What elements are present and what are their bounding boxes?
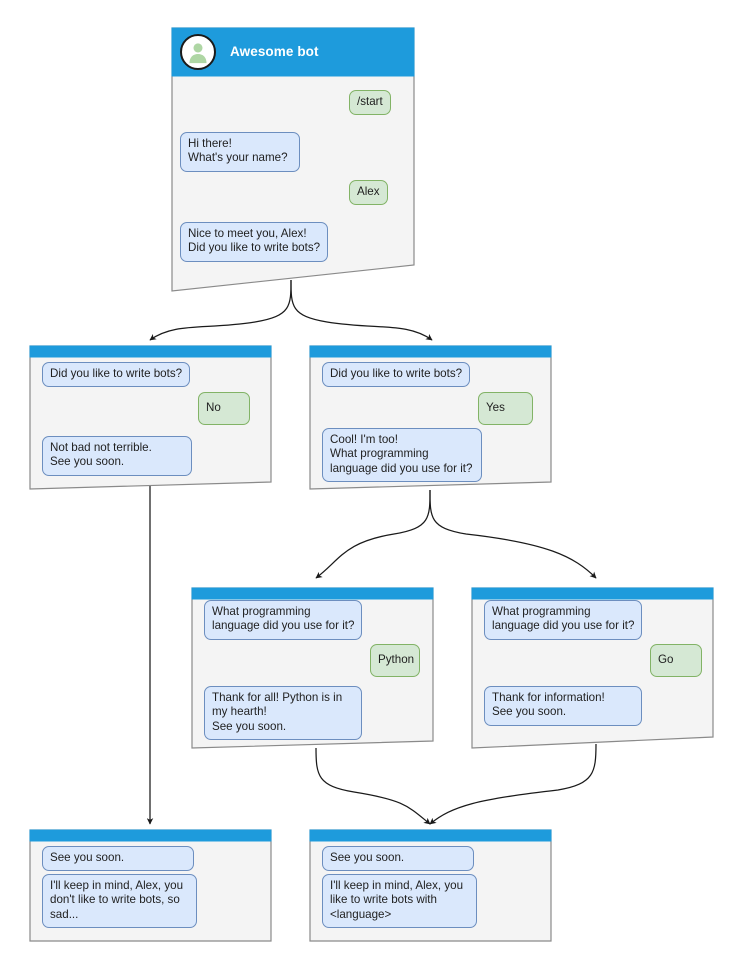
message-bubble: Go bbox=[650, 644, 702, 677]
message-bubble: Not bad not terrible. See you soon. bbox=[42, 436, 192, 476]
node-no-branch[interactable]: Did you like to write bots? No Not bad n… bbox=[28, 344, 273, 492]
message-bubble: Alex bbox=[349, 180, 388, 206]
edge-yes-to-go bbox=[429, 489, 597, 579]
message-bubble: /start bbox=[349, 90, 391, 116]
message-bubble: Did you like to write bots? bbox=[42, 362, 191, 388]
node-root-content: Awesome bot /start Hi there! What's your… bbox=[168, 24, 418, 296]
message-bubble: No bbox=[198, 392, 250, 425]
node-no-branch-content: Did you like to write bots? No Not bad n… bbox=[28, 344, 273, 492]
message-bubble: Cool! I'm too! What programming language… bbox=[322, 428, 482, 483]
message-bubble: See you soon. bbox=[322, 846, 474, 872]
node-end-no-content: See you soon. I'll keep in mind, Alex, y… bbox=[28, 828, 273, 944]
node-root-title: Awesome bot bbox=[230, 44, 319, 59]
message-bubble: Thank for all! Python is in my hearth! S… bbox=[204, 686, 362, 741]
message-bubble: Thank for information! See you soon. bbox=[484, 686, 642, 726]
node-end-yes-content: See you soon. I'll keep in mind, Alex, y… bbox=[308, 828, 553, 944]
user-avatar-icon bbox=[180, 34, 216, 70]
edge-go-to-end bbox=[429, 743, 597, 825]
node-go-branch[interactable]: What programming language did you use fo… bbox=[470, 586, 715, 752]
node-root[interactable]: Awesome bot /start Hi there! What's your… bbox=[168, 24, 418, 296]
node-end-yes[interactable]: See you soon. I'll keep in mind, Alex, y… bbox=[308, 828, 553, 944]
node-yes-branch[interactable]: Did you like to write bots? Yes Cool! I'… bbox=[308, 344, 553, 492]
message-bubble: Python bbox=[370, 644, 420, 677]
message-bubble: Did you like to write bots? bbox=[322, 362, 471, 388]
message-bubble: What programming language did you use fo… bbox=[484, 600, 643, 640]
message-bubble: I'll keep in mind, Alex, you like to wri… bbox=[322, 874, 477, 929]
node-go-branch-content: What programming language did you use fo… bbox=[470, 586, 715, 752]
message-bubble: What programming language did you use fo… bbox=[204, 600, 363, 640]
node-yes-branch-content: Did you like to write bots? Yes Cool! I'… bbox=[308, 344, 553, 492]
message-bubble: I'll keep in mind, Alex, you don't like … bbox=[42, 874, 197, 929]
message-bubble: Nice to meet you, Alex! Did you like to … bbox=[180, 222, 329, 262]
message-bubble: Yes bbox=[478, 392, 533, 425]
message-bubble: See you soon. bbox=[42, 846, 194, 872]
node-python-branch-content: What programming language did you use fo… bbox=[190, 586, 435, 752]
node-end-no[interactable]: See you soon. I'll keep in mind, Alex, y… bbox=[28, 828, 273, 944]
edge-yes-to-python bbox=[315, 489, 431, 579]
node-python-branch[interactable]: What programming language did you use fo… bbox=[190, 586, 435, 752]
message-bubble: Hi there! What's your name? bbox=[180, 132, 300, 172]
edge-python-to-end bbox=[315, 747, 431, 825]
